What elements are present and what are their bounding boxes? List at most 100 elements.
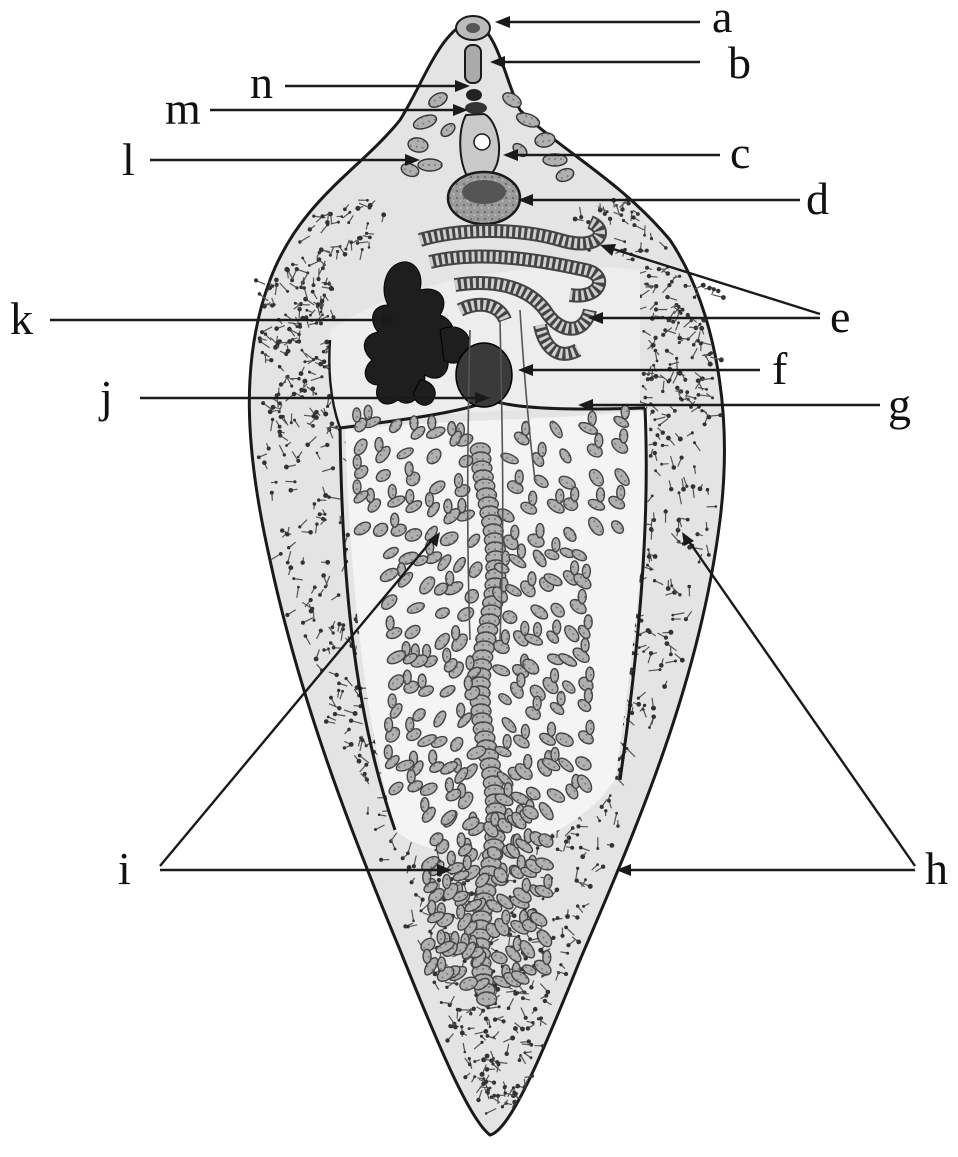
vitellarium-follicle [546, 990, 551, 995]
vitellarium-follicle [325, 560, 330, 565]
vitellarium-follicle [285, 613, 289, 617]
vitellarium-follicle [644, 283, 647, 286]
vitellarium-follicle [341, 690, 344, 693]
vitellarium-follicle [686, 313, 690, 317]
vitellarium-follicle [626, 201, 630, 205]
vitellarium-follicle [559, 963, 562, 966]
vitellarium-follicle [664, 246, 668, 250]
vitellarium-follicle [684, 284, 688, 288]
vitellarium-follicle [288, 565, 293, 570]
vitellarium-follicle [346, 533, 350, 537]
vitellarium-follicle [489, 1059, 493, 1063]
vitellarium-follicle [654, 469, 657, 472]
label-d: d [806, 173, 829, 224]
testis-lobe [538, 443, 546, 457]
vitellarium-branch [645, 225, 646, 235]
vitellarium-follicle [670, 280, 674, 284]
vitellarium-follicle [299, 388, 303, 392]
vitellarium-follicle [412, 920, 415, 923]
vitellarium-follicle [367, 222, 370, 225]
vitellarium-follicle [504, 1085, 507, 1088]
vitellarium-follicle [321, 266, 325, 270]
vitellarium-follicle [661, 390, 664, 393]
vitellarium-follicle [337, 682, 341, 686]
testis-lobe [385, 718, 393, 732]
vitellarium-follicle [327, 495, 331, 499]
vitellarium-follicle [566, 952, 569, 955]
vitellarium-follicle [329, 254, 332, 257]
vitellarium-follicle [469, 1012, 472, 1015]
vitellarium-follicle [565, 914, 570, 919]
vitellarium-follicle [576, 824, 580, 828]
vitellarium-follicle [679, 310, 682, 313]
testis-lobe [557, 692, 565, 706]
vitellarium-follicle [645, 266, 649, 270]
vitellarium-follicle [498, 1005, 501, 1008]
vitellarium-follicle [661, 431, 665, 435]
testis-lobe [455, 474, 463, 488]
vitellarium-follicle [685, 390, 689, 394]
vitellarium-follicle [262, 460, 267, 465]
vitellarium-follicle [326, 405, 329, 408]
vitellarium-follicle [460, 1025, 463, 1028]
vitellarium-follicle [680, 398, 684, 402]
vitellarium-follicle [596, 847, 599, 850]
vitellarium-follicle [678, 491, 681, 494]
vitellarium-follicle [394, 848, 397, 851]
vitellarium-follicle [476, 1098, 480, 1102]
vitellarium-follicle [280, 528, 284, 532]
vitellarium-follicle [699, 326, 704, 331]
vitellarium-follicle [542, 898, 545, 901]
vitellarium-follicle [678, 371, 683, 376]
vitellarium-follicle [718, 413, 722, 417]
label-i: i [118, 843, 131, 894]
vitellarium-follicle [324, 585, 327, 588]
vitellarium-follicle [648, 726, 651, 729]
vitellarium-follicle [701, 283, 706, 288]
vitellarium-follicle [668, 630, 673, 635]
vitellarium-follicle [609, 794, 612, 797]
vitellarium-follicle [278, 410, 281, 413]
vitellarium-follicle [705, 528, 708, 531]
vitellarium-follicle [651, 410, 655, 414]
vitellarium-follicle [719, 357, 724, 362]
vitellarium-follicle [315, 321, 318, 324]
vitellarium-follicle [285, 444, 288, 447]
vitellarium-follicle [527, 1039, 531, 1043]
vitellarium-follicle [285, 268, 290, 273]
vitellarium-follicle [512, 1086, 515, 1089]
testis-lobe [388, 694, 396, 708]
vitellarium-follicle [323, 294, 326, 297]
vitellarium-follicle [631, 215, 635, 219]
vitellarium-follicle [656, 360, 659, 363]
vitellarium-follicle [343, 746, 346, 749]
testis-lobe [503, 735, 511, 749]
vitellarium-follicle [661, 333, 665, 337]
vitellarium-follicle [687, 338, 690, 341]
vitellarium-follicle [649, 377, 654, 382]
vitellarium-follicle [257, 455, 261, 459]
vitellarium-follicle [316, 277, 320, 281]
vitellarium-follicle [667, 380, 671, 384]
vitellarium-follicle [323, 412, 328, 417]
vitellarium-follicle [699, 323, 702, 326]
vitellarium-follicle [463, 1075, 467, 1079]
vitellarium-follicle [358, 754, 362, 758]
vitellarium-follicle [576, 867, 579, 870]
testis-lobe [423, 870, 431, 884]
vitellarium-follicle [349, 719, 353, 723]
vitellarium-follicle [649, 428, 653, 432]
vitellarium-follicle [575, 878, 579, 882]
vitellarium-follicle [504, 1091, 507, 1094]
vitellarium-follicle [293, 419, 296, 422]
vitellarium-follicle [664, 509, 668, 513]
vitellarium-follicle [521, 996, 525, 1000]
vitellarium-follicle [690, 319, 693, 322]
vitellarium-follicle [620, 207, 624, 211]
testis-lobe [353, 455, 361, 469]
vitellarium-follicle [675, 357, 678, 360]
vitellarium-follicle [707, 286, 712, 291]
vitellarium-follicle [671, 618, 674, 621]
vitellarium-follicle [501, 1105, 504, 1108]
vitellarium-follicle [279, 552, 283, 556]
